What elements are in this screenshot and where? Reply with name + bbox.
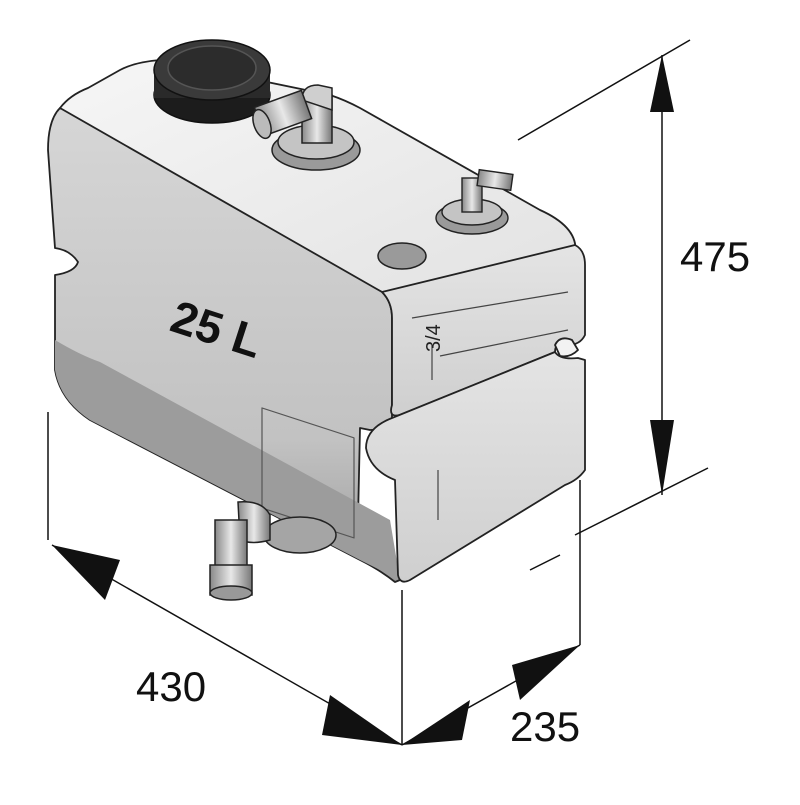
bottom-outlet-fitting bbox=[209, 501, 337, 601]
gauge-mark-group: 3/4 bbox=[423, 324, 445, 352]
gauge-mark: 3/4 bbox=[423, 324, 445, 352]
dimension-arrows bbox=[52, 55, 674, 745]
vent-fitting bbox=[435, 168, 514, 235]
depth-dimension-label: 235 bbox=[510, 703, 581, 750]
fill-cap bbox=[153, 39, 271, 124]
top-elbow-fitting bbox=[252, 84, 361, 171]
top-opening bbox=[377, 242, 427, 270]
height-dimension-label: 475 bbox=[680, 233, 751, 280]
length-dimension-label: 430 bbox=[136, 663, 207, 710]
